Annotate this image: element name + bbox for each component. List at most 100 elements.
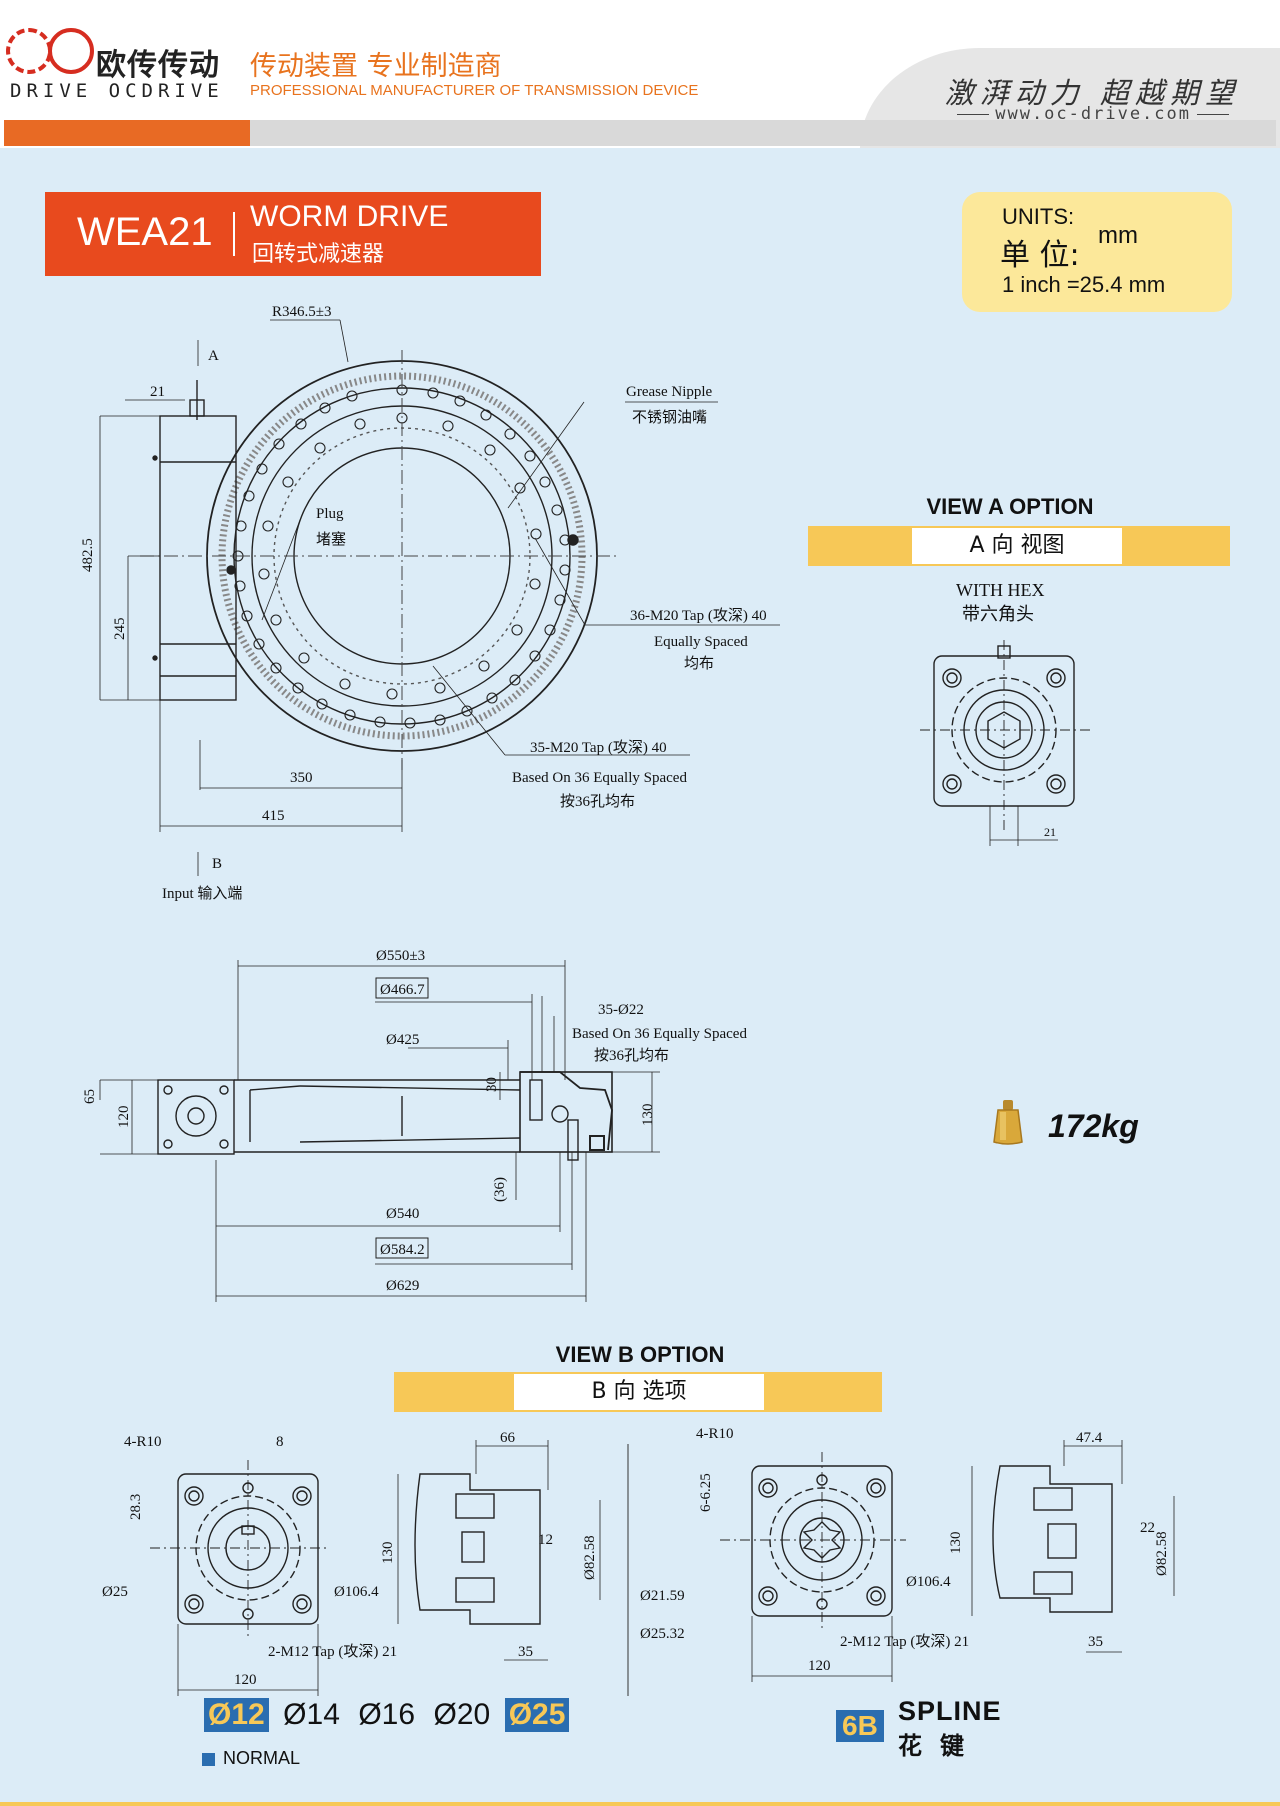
tap1-label: 36-M20 Tap (攻深) 40 [630,607,767,624]
title-divider [233,212,235,256]
holes-cn: 按36孔均布 [594,1047,669,1064]
marker-b: B [212,856,222,872]
left-r: 4-R10 [124,1434,162,1450]
view-a-subtitle: A 向 视图 [912,528,1122,564]
tap1-cn: 均布 [684,655,714,672]
content-panel [0,148,1280,1802]
units-box: UNITS: 单 位: mm 1 inch =25.4 mm [962,192,1232,312]
input-label: Input 输入端 [162,885,242,902]
product-name-cn: 回转式减速器 [252,242,385,267]
weight-icon [993,1100,1023,1145]
right-tap: 2-M12 Tap (攻深) 21 [840,1633,969,1650]
view-a-band: A 向 视图 [808,526,1230,566]
grease-label-en: Grease Nipple [626,384,713,400]
left-d82: Ø82.58 [582,1535,598,1580]
dim-d629: Ø629 [386,1278,419,1294]
header-grey-bar [250,120,1276,146]
units-conversion: 1 inch =25.4 mm [1002,272,1166,297]
tap1-sub: Equally Spaced [654,634,748,650]
bore-option-25[interactable]: Ø25 [504,1698,570,1732]
normal-label: NORMAL [223,1748,301,1768]
tap2-cn: 按36孔均布 [560,793,635,810]
dim-h130: 130 [640,1104,656,1127]
left-h130: 130 [380,1542,396,1565]
front-view [99,319,780,876]
bore-option-16[interactable]: Ø16 [358,1698,416,1731]
bore-option-14[interactable]: Ø14 [283,1698,340,1731]
left-key: 8 [276,1434,284,1450]
marker-a: A [208,348,219,364]
tap2-label: 35-M20 Tap (攻深) 40 [530,739,667,756]
logo-text-en: DRIVE OCDRIVE [10,80,224,102]
spline-label-en: SPLINE [898,1696,1002,1726]
height-245: 245 [112,618,128,641]
section-view [99,960,660,1302]
bore-option-12[interactable]: Ø12 [204,1698,269,1732]
front-view-labels: R346.5±3 A B 21 Grease Nipple 不锈钢油嘴 Plug… [80,304,767,902]
right-d474: 47.4 [1076,1430,1103,1446]
header-accent-bar [4,120,250,146]
view-b-left-labels: 4-R10 8 28.3 Ø25 Ø106.4 2-M12 Tap (攻深) 2… [102,1430,598,1688]
right-d106: Ø106.4 [906,1574,951,1590]
bore-option-20[interactable]: Ø20 [433,1698,491,1731]
plug-label-cn: 堵塞 [316,530,346,548]
bolt-holes-outer [232,384,571,729]
view-b-right-drawing [720,1440,1175,1682]
website-link[interactable]: www.oc-drive.com [951,104,1235,124]
right-d35: 35 [1088,1634,1103,1650]
view-b-right-labels: 4-R10 6-6.25 Ø21.59 Ø25.32 Ø106.4 2-M12 … [640,1426,1170,1674]
right-r: 4-R10 [696,1426,734,1442]
right-d2532: Ø25.32 [640,1626,685,1642]
view-a-title: VIEW A OPTION [926,494,1094,519]
model-number: WEA21 [77,210,213,254]
width-350: 350 [290,770,313,786]
spline-label-cn: 花键 [898,1732,982,1760]
radius-label: R346.5±3 [272,304,332,320]
bolt-holes-inner [258,412,542,700]
view-b-title: VIEW B OPTION [555,1342,725,1367]
left-d106: Ø106.4 [334,1584,379,1600]
height-482: 482.5 [80,538,96,572]
view-b-left-drawing [150,1440,601,1696]
dim-d584: Ø584.2 [380,1242,425,1258]
page-header: 欧传传动 DRIVE OCDRIVE 传动装置 专业制造商 PROFESSION… [0,0,1280,150]
units-label-cn: 单 位: [1000,238,1080,273]
view-a-labels: WITH HEX 带六角头 21 [956,580,1056,839]
right-h130: 130 [948,1532,964,1555]
units-label-en: UNITS: [1002,204,1075,229]
with-hex-en: WITH HEX [956,580,1044,600]
dim-h30: 30 [484,1077,500,1092]
grease-label-cn: 不锈钢油嘴 [632,409,707,426]
dim-h36: (36) [492,1177,508,1202]
bottom-rule [0,1802,1280,1806]
normal-legend: NORMAL [202,1748,300,1769]
left-depth: 28.3 [128,1494,144,1520]
tap2-sub: Based On 36 Equally Spaced [512,770,687,786]
dim-d425: Ø425 [386,1032,419,1048]
view-b-subtitle: B 向 选项 [514,1374,764,1410]
holes-sub: Based On 36 Equally Spaced [572,1026,747,1042]
left-d25: Ø25 [102,1584,128,1600]
dim-d550: Ø550±3 [376,948,425,964]
right-d82: Ø82.58 [1154,1531,1170,1576]
left-w120: 120 [234,1672,257,1688]
view-a-drawing [920,640,1090,846]
product-name-en: WORM DRIVE [250,200,449,233]
right-d2159: Ø21.59 [640,1588,685,1604]
tagline-en: PROFESSIONAL MANUFACTURER OF TRANSMISSIO… [250,82,699,99]
view-b-band: B 向 选项 [394,1372,882,1412]
left-tap: 2-M12 Tap (攻深) 21 [268,1643,397,1660]
product-title-box: WEA21 WORM DRIVE 回转式减速器 [45,192,541,276]
logo-ring-icon [48,28,94,74]
holes-label: 35-Ø22 [598,1002,644,1018]
tagline-cn: 传动装置 专业制造商 [250,51,502,82]
right-spline: 6-6.25 [698,1473,714,1512]
weight-value: 172kg [1048,1108,1139,1144]
right-d22: 22 [1140,1520,1155,1536]
right-w120: 120 [808,1658,831,1674]
section-view-labels: Ø550±3 Ø466.7 Ø425 35-Ø22 Based On 36 Eq… [82,948,747,1294]
with-hex-cn: 带六角头 [962,604,1034,624]
plug-label-en: Plug [316,506,344,522]
bore-options: Ø12 Ø14 Ø16 Ø20 Ø25 [204,1698,575,1738]
